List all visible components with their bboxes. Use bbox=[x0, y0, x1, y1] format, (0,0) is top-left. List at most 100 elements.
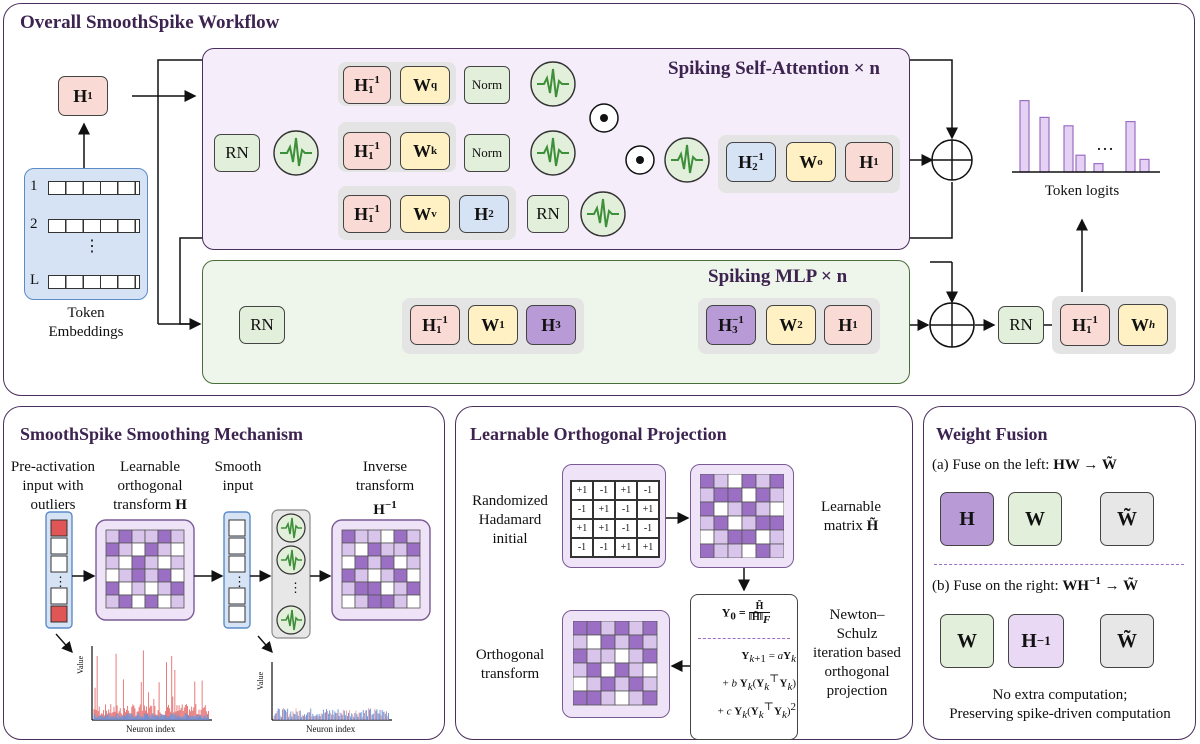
fusion-divider bbox=[934, 564, 1184, 565]
matrix-cell bbox=[614, 621, 630, 636]
orthogonal-panel bbox=[455, 406, 913, 740]
mlp-title: Spiking MLP × n bbox=[708, 266, 848, 287]
arrow-to-plot1 bbox=[55, 633, 73, 654]
row-label-2: 2 bbox=[30, 216, 38, 232]
newton-divider bbox=[698, 638, 790, 639]
token-embeddings-label: Token Embeddings bbox=[48, 305, 124, 340]
neuron-spike bbox=[281, 517, 302, 539]
fuse-h-block: H bbox=[940, 492, 994, 546]
matrix-cell bbox=[614, 648, 630, 664]
hadamard-cell: +1 bbox=[615, 538, 637, 557]
plot1-neuron-label: Neuron index bbox=[126, 724, 176, 734]
fuse-hinv-block: H−1 bbox=[1008, 614, 1064, 668]
outlier-cell bbox=[50, 605, 68, 623]
row-label-L: L bbox=[30, 272, 40, 288]
q-norm: Norm bbox=[464, 66, 510, 104]
outlier-cell bbox=[50, 555, 68, 573]
k-norm: Norm bbox=[464, 134, 510, 172]
matrix-cell bbox=[642, 634, 658, 650]
matrix-cell bbox=[614, 676, 630, 692]
matrix-cell bbox=[406, 594, 421, 609]
plot2-neuron-label: Neuron index bbox=[306, 724, 356, 734]
fuse-w2-block: W bbox=[940, 614, 994, 668]
matrix-cell bbox=[642, 621, 658, 636]
fusion-panel bbox=[923, 406, 1196, 740]
matrix-cell bbox=[614, 634, 630, 650]
fuse-left-caption: (a) Fuse on the left: HW → W̃ bbox=[932, 457, 1117, 473]
smooth-cell bbox=[228, 605, 246, 623]
token-logits-label: Token logits bbox=[1044, 183, 1120, 199]
matrix-cell bbox=[628, 621, 644, 636]
matrix-cell bbox=[628, 676, 644, 692]
hadamard-cell: +1 bbox=[571, 519, 593, 538]
outlier-ellipsis: ⋮ bbox=[54, 574, 67, 589]
outlier-cell bbox=[50, 587, 68, 605]
hadamard-cell: -1 bbox=[593, 538, 615, 557]
newton-y0-formula: Y0 = H̃‖H̃‖F bbox=[721, 601, 771, 626]
matrix-cell bbox=[573, 648, 588, 664]
matrix-cell bbox=[628, 662, 644, 678]
fuse-right-caption: (b) Fuse on the right: WH−1 → W̃ bbox=[932, 575, 1139, 594]
hadamard-cell: -1 bbox=[593, 481, 615, 500]
matrix-cell bbox=[586, 634, 602, 650]
token-logits-chart bbox=[1012, 100, 1160, 173]
fuse-wt-right-block: W̃ bbox=[1100, 614, 1154, 668]
matrix-cell bbox=[573, 690, 588, 706]
inverse-matrix bbox=[341, 529, 421, 609]
neuron-ellipsis: ⋮ bbox=[289, 580, 302, 595]
fuse-wt-left-block: W̃ bbox=[1100, 492, 1154, 546]
row-ellipsis: ⋮ bbox=[84, 238, 100, 255]
outlier-cell bbox=[50, 537, 68, 555]
matrix-cell bbox=[600, 662, 616, 678]
fuse-w-block: W bbox=[1008, 492, 1062, 546]
arrow-to-plot2 bbox=[257, 635, 273, 654]
newton-box bbox=[690, 594, 798, 740]
smooth-cell bbox=[228, 537, 246, 555]
newton-iteration-formula: Yk+1 = aYk + b Yk(Yk⊤Yk) + c Yk(Yk⊤Yk)2 bbox=[717, 650, 796, 721]
v-rn: RN bbox=[527, 195, 569, 233]
matrix-cell bbox=[642, 676, 658, 692]
neuron-spike bbox=[281, 609, 302, 631]
matrix-cell bbox=[628, 648, 644, 664]
orthogonal-title: Learnable Orthogonal Projection bbox=[470, 424, 727, 444]
transform-matrix bbox=[105, 529, 185, 609]
hadamard-cell: -1 bbox=[615, 519, 637, 538]
smoothing-title: SmoothSpike Smoothing Mechanism bbox=[20, 424, 304, 444]
hadamard-cell: +1 bbox=[637, 500, 659, 519]
smooth-cell bbox=[228, 519, 246, 537]
matrix-cell bbox=[586, 621, 602, 636]
hadamard-cell: +1 bbox=[571, 481, 593, 500]
matrix-cell bbox=[614, 662, 630, 678]
smoothing-diagram bbox=[45, 509, 431, 721]
matrix-cell bbox=[573, 662, 588, 678]
attention-title: Spiking Self-Attention × n bbox=[668, 58, 880, 79]
smooth-cell bbox=[228, 587, 246, 605]
matrix-cell bbox=[586, 648, 602, 664]
matrix-cell bbox=[769, 543, 784, 558]
matrix-cell bbox=[600, 634, 616, 650]
matrix-cell bbox=[628, 634, 644, 650]
matrix-cell bbox=[628, 690, 644, 706]
matrix-cell bbox=[573, 621, 588, 636]
embedding-vector-L bbox=[48, 275, 140, 289]
matrix-cell bbox=[573, 634, 588, 650]
fusion-footer: No extra computation;Preserving spike-dr… bbox=[949, 687, 1171, 722]
hadamard-cell: -1 bbox=[637, 519, 659, 538]
neuron-spike bbox=[281, 549, 302, 571]
matrix-cell bbox=[642, 662, 658, 678]
